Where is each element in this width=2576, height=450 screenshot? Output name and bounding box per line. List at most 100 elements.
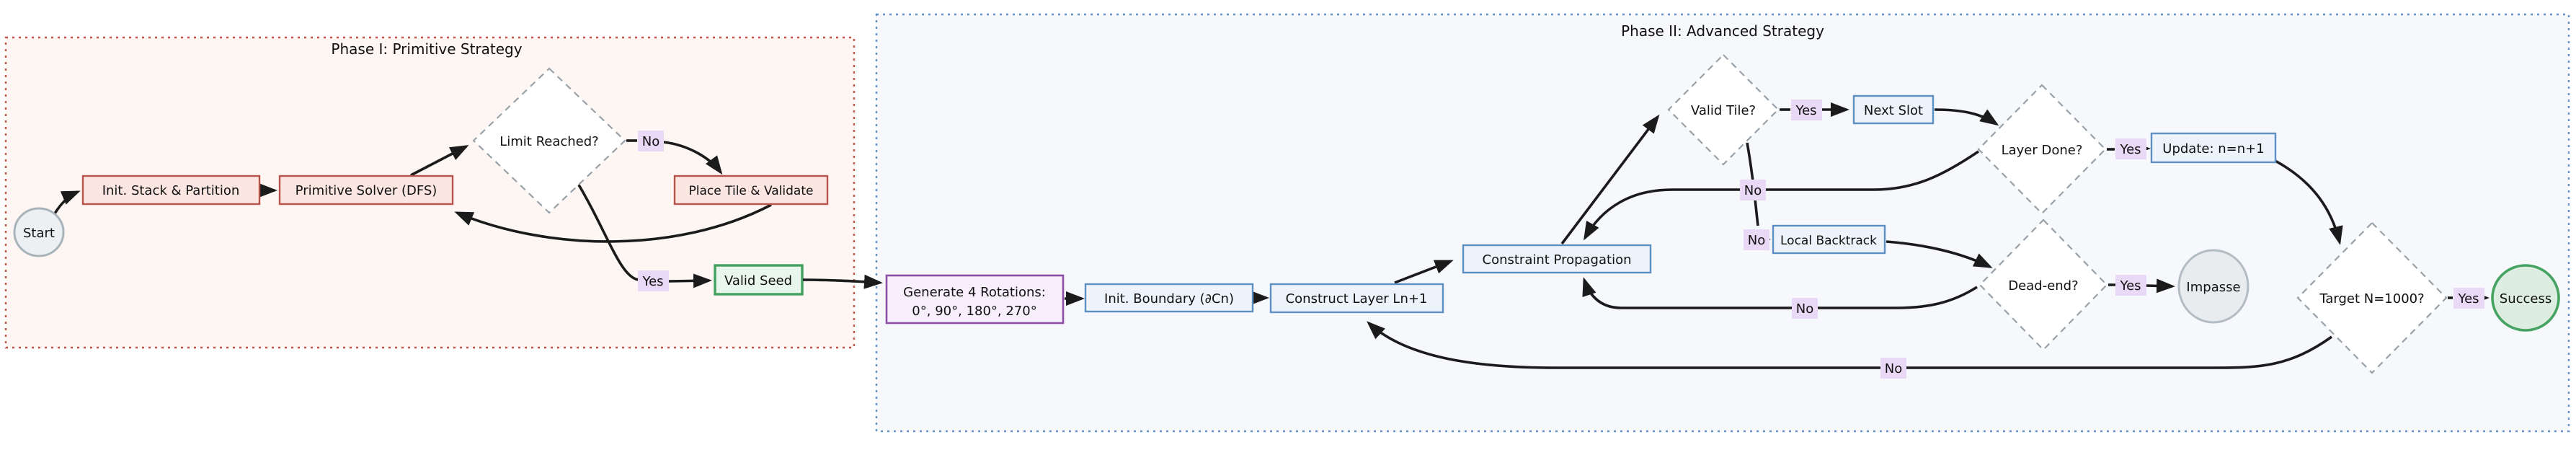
place-tile-box [673,175,829,206]
edge-start-init-stack [53,190,81,214]
limit-reached-label: Limit Reached? [499,134,599,149]
edge-place-tile-primitive-solver [454,203,772,243]
layer-done-yes-bg [2115,138,2146,159]
place-tile-label: Place Tile & Validate [689,184,814,198]
construct-layer-label: Construct Layer Ln+1 [1286,291,1428,306]
success-circle [2491,264,2560,332]
update-counter-box [2150,132,2277,164]
layer-done-no-label: No [1744,183,1762,198]
edge-valid-seed-generate [802,274,883,289]
node-impasse: Impasse [2177,249,2249,324]
edge-label-dead-end-yes: Yes [2115,275,2146,296]
target-no-label: No [1885,361,1902,376]
target-n-diamond [2296,221,2448,374]
limit-no-label: No [642,134,659,149]
node-dead-end: Dead-end? [1978,219,2108,351]
edge-layer-done-no-constraint-propagation [1584,150,1980,241]
success-label: Success [2500,291,2551,306]
edge-update-target [2272,158,2343,245]
target-yes-label: Yes [2457,291,2479,306]
generate-rotations-line1: Generate 4 Rotations: [903,285,1046,300]
constraint-propagation-label: Constraint Propagation [1483,252,1632,268]
valid-tile-yes-label: Yes [1795,103,1816,118]
impasse-circle [2177,249,2249,324]
phase2-cluster: Phase II: Advanced Strategy Generate 4 R… [802,13,2570,433]
local-backtrack-box [1772,224,1886,255]
node-init-boundary: Init. Boundary (∂Cn) [1084,283,1254,313]
local-backtrack-label: Local Backtrack [1780,234,1877,248]
edge-label-limit-no: No [638,131,664,151]
node-layer-done: Layer Done? [1977,84,2107,215]
target-no-bg [1880,358,1906,379]
edge-label-dead-end-no: No [1792,298,1818,319]
generate-rotations-box [885,274,1065,325]
layer-done-label: Layer Done? [2002,143,2083,158]
node-primitive-solver: Primitive Solver (DFS) [278,175,454,206]
start-label: Start [23,226,55,241]
start-circle [13,207,65,257]
node-local-backtrack: Local Backtrack [1772,224,1886,255]
limit-no-label-bg [638,131,664,151]
phase2-title: Phase II: Advanced Strategy [1621,22,1824,40]
next-slot-label: Next Slot [1864,103,1923,118]
layer-done-diamond [1977,84,2107,215]
edge-label-limit-yes: Yes [638,270,669,291]
init-boundary-box [1084,283,1254,313]
edge-limit-no-place-tile [662,141,723,175]
node-limit-reached: Limit Reached? [472,67,626,214]
valid-tile-label: Valid Tile? [1691,103,1756,118]
constraint-propagation-box [1462,244,1652,274]
node-construct-layer: Construct Layer Ln+1 [1269,283,1444,314]
dead-end-yes-label: Yes [2119,278,2141,294]
layer-done-yes-label: Yes [2119,142,2141,157]
node-update-counter: Update: n=n+1 [2150,132,2277,164]
edge-construct-constraint-propagation [1394,260,1454,284]
init-stack-label: Init. Stack & Partition [102,183,240,198]
node-target-n: Target N=1000? [2296,221,2448,374]
edge-label-valid-tile-yes: Yes [1791,100,1822,120]
valid-seed-box [714,264,804,296]
edge-target-no-construct [1367,321,2333,369]
valid-seed-label: Valid Seed [724,273,792,288]
edge-limit-yes-segment1 [574,178,639,281]
dead-end-diamond [1978,219,2108,351]
edge-label-target-yes: Yes [2453,288,2484,309]
limit-reached-diamond [472,67,626,214]
phase1-title: Phase I: Primitive Strategy [331,40,522,58]
dead-end-no-label: No [1796,301,1813,317]
edge-local-backtrack-dead-end [1886,240,1993,268]
edge-primitive-solver-limit-reached [410,145,469,177]
node-place-tile: Place Tile & Validate [673,175,829,206]
valid-tile-no-label: No [1748,233,1765,248]
construct-layer-box [1269,283,1444,314]
limit-yes-label: Yes [641,274,663,289]
edge-label-layer-done-no: No [1740,180,1766,200]
primitive-solver-label: Primitive Solver (DFS) [296,183,438,198]
next-slot-box [1852,94,1935,125]
target-yes-bg [2453,288,2484,309]
dead-end-no-bg [1792,298,1818,319]
edge-label-target-no: No [1880,358,1906,379]
edge-dead-end-no-constraint-propagation [1582,277,1978,309]
edge-next-slot-layer-done [1934,108,1999,126]
edge-label-layer-done-yes: Yes [2115,138,2146,159]
edge-label-valid-tile-no: No [1744,229,1769,250]
node-valid-seed: Valid Seed [714,264,804,296]
primitive-solver-box [278,175,454,206]
node-next-slot: Next Slot [1852,94,1935,125]
node-success: Success [2491,264,2560,332]
node-valid-tile: Valid Tile? [1667,53,1780,166]
edge-constraint-propagation-valid-tile [1560,114,1660,245]
dead-end-label: Dead-end? [2008,278,2078,294]
layer-done-no-bg [1740,180,1766,200]
valid-tile-diamond [1667,53,1780,166]
limit-yes-label-bg [638,270,669,291]
phase1-cluster: Phase I: Primitive Strategy Start Init. … [4,36,856,349]
node-start: Start [13,207,65,257]
valid-tile-yes-bg [1791,100,1822,120]
update-counter-label: Update: n=n+1 [2162,141,2264,156]
impasse-label: Impasse [2186,280,2240,295]
target-n-label: Target N=1000? [2319,291,2424,306]
init-stack-box [81,175,261,206]
